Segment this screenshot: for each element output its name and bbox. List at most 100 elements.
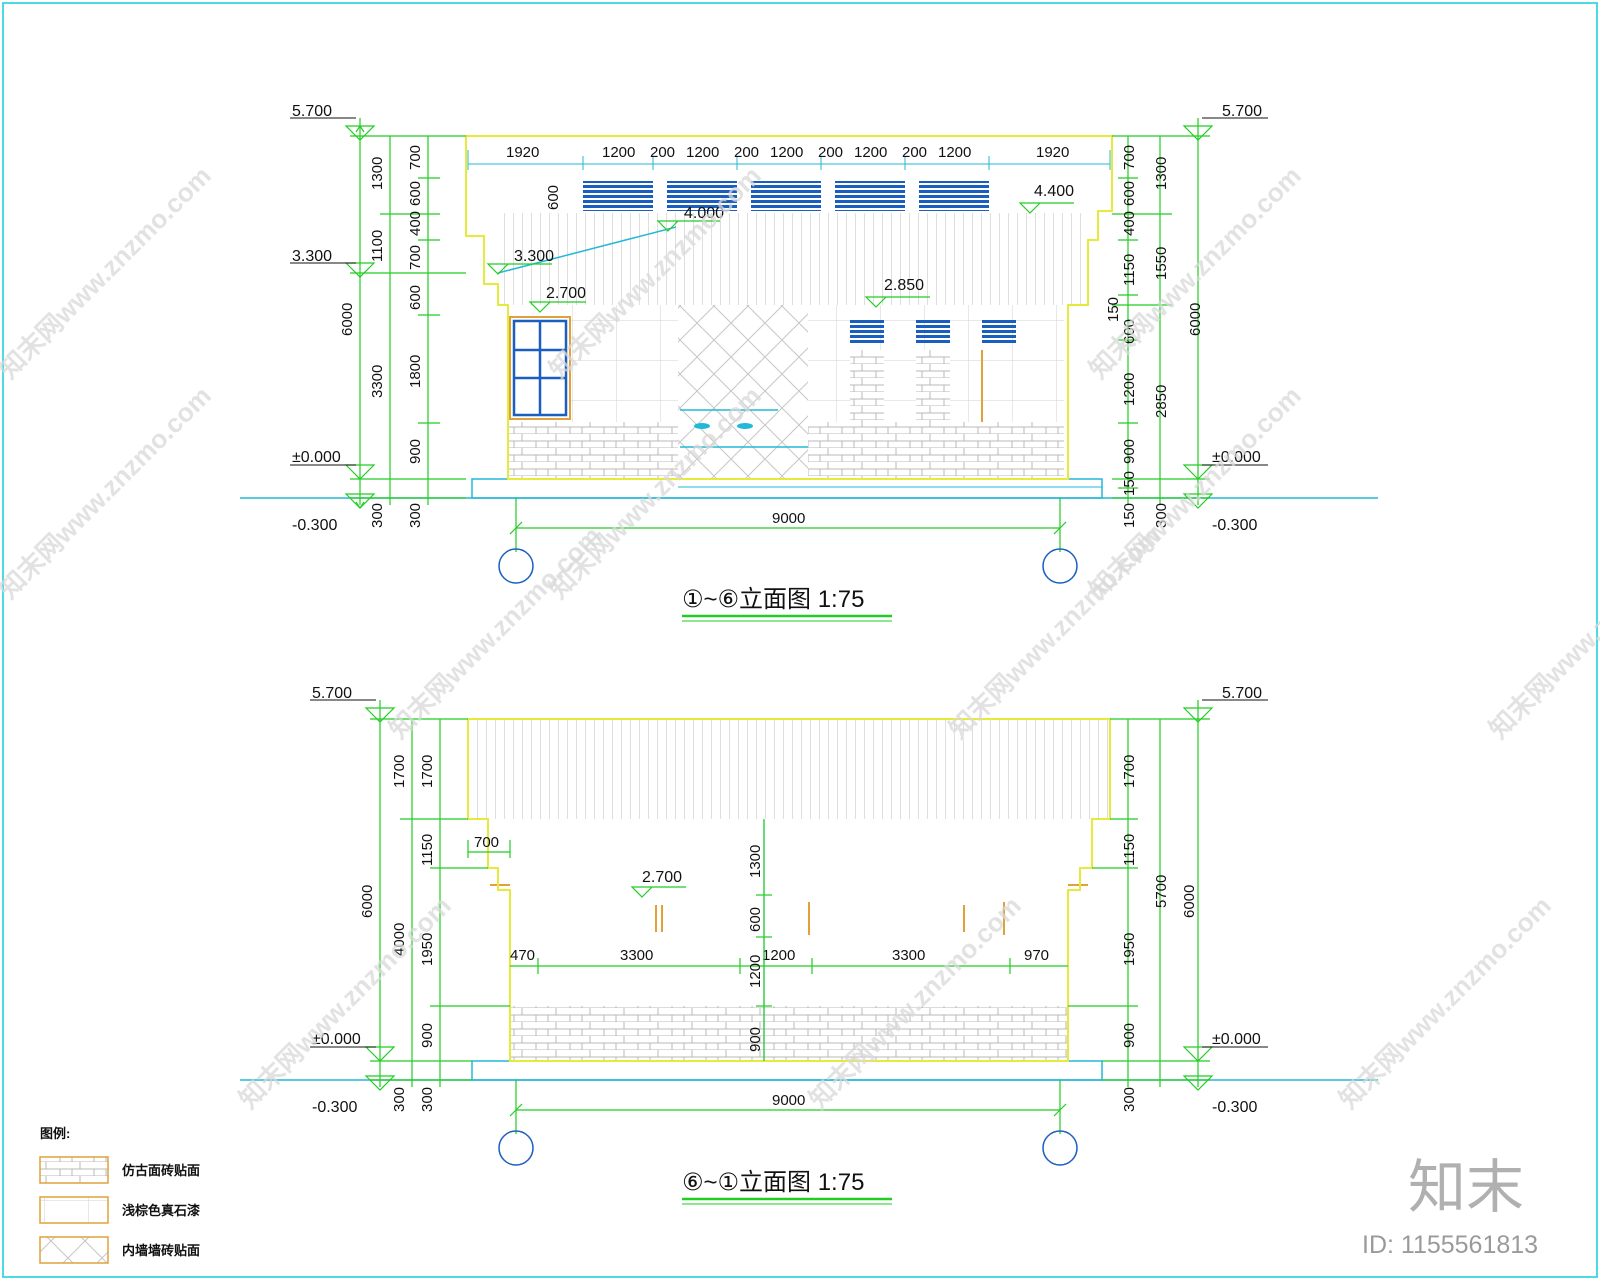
left-outer-2-1: 4000 <box>391 923 408 956</box>
top-dim-3: 1200 <box>686 144 719 161</box>
top-dimension-chain: 1920 1200 200 1200 200 1200 200 1200 200… <box>467 144 1111 210</box>
roof-slope <box>497 226 677 274</box>
mid-vertical-0: 1300 <box>747 845 764 878</box>
right-inner-7: 900 <box>1121 439 1138 464</box>
roof-panel-2 <box>468 719 1110 819</box>
left-outer-3: 300 <box>369 503 386 528</box>
legend-swatch-paint <box>39 1196 109 1224</box>
plinth <box>471 478 1103 499</box>
left-inner-7: 300 <box>407 503 424 528</box>
legend-heading: 图例: <box>40 1126 70 1141</box>
top-dim-4: 200 <box>734 144 759 161</box>
roof-panel <box>498 213 1088 305</box>
top-dim-0: 1920 <box>506 144 539 161</box>
legend-item-2: 内墙墙砖贴面 <box>122 1243 200 1258</box>
right-mid-2: 5700 <box>1153 875 1170 908</box>
left-dimensions <box>344 118 466 510</box>
legend-item-0: 仿古面砖贴面 <box>122 1163 200 1178</box>
mid-vertical-1: 600 <box>747 907 764 932</box>
right-inner-2-4: 300 <box>1121 1087 1138 1112</box>
opening-2: 1200 <box>762 947 795 964</box>
right-outer-2: 2850 <box>1153 385 1170 418</box>
top-dim-10: 1920 <box>1036 144 1069 161</box>
svg-text:知末网www.znzmo.com: 知末网www.znzmo.com <box>1483 520 1600 744</box>
level-roof-c: 4.400 <box>1034 183 1074 200</box>
level-zero-right-2: ±0.000 <box>1212 1031 1261 1048</box>
opening-0: 470 <box>510 947 535 964</box>
left-inner-0: 700 <box>407 145 424 170</box>
svg-text:知末网www.znzmo.com: 知末网www.znzmo.com <box>383 520 607 744</box>
top-dim-8: 200 <box>902 144 927 161</box>
legend-swatch-brick <box>39 1156 109 1184</box>
right-inner-2-3: 900 <box>1121 1023 1138 1048</box>
right-dimensions <box>1112 118 1214 509</box>
level-zero-left-2: ±0.000 <box>312 1031 361 1048</box>
left-inner-2-1: 1150 <box>419 834 436 866</box>
top-elevation: 1920 1200 200 1200 200 1200 200 1200 200… <box>240 103 1378 622</box>
image-id: ID: 1155561813 <box>1362 1231 1538 1259</box>
svg-text:知末网www.znzmo.com: 知末网www.znzmo.com <box>0 380 217 604</box>
left-outer-2: 3300 <box>369 365 386 398</box>
right-inner-2-0: 1700 <box>1121 755 1138 788</box>
grid-bubble-6b <box>498 1130 534 1166</box>
level-mid-left: 3.300 <box>292 248 332 265</box>
mid-vertical-chain <box>756 819 772 1061</box>
wall-grid-left <box>570 305 678 422</box>
opening-1: 3300 <box>620 947 653 964</box>
opening-3: 3300 <box>892 947 925 964</box>
svg-text:知末网www.znzmo.com: 知末网www.znzmo.com <box>943 520 1167 744</box>
interior-tile <box>678 305 808 479</box>
left-outer-2-2: 300 <box>391 1087 408 1112</box>
level-zero-left: ±0.000 <box>292 449 341 466</box>
right-inner-6: 1200 <box>1121 373 1138 406</box>
top-dim-5: 1200 <box>770 144 803 161</box>
louver-dim: 600 <box>545 185 562 210</box>
grid-bubble-1b <box>1042 1130 1078 1166</box>
left-inner-1: 600 <box>407 181 424 206</box>
level-neg-left: -0.300 <box>292 517 337 534</box>
watermark-text: 知末网www.znzmo.com <box>0 160 217 384</box>
side-louvers <box>850 319 1016 422</box>
base-dimension <box>509 498 1067 552</box>
base-dim-value-2: 9000 <box>772 1092 805 1109</box>
top-dim-6: 200 <box>818 144 843 161</box>
base-dimension-2 <box>509 1080 1067 1134</box>
window-left <box>509 316 571 420</box>
level-neg-right: -0.300 <box>1212 517 1257 534</box>
mid-vertical-3: 900 <box>747 1027 764 1052</box>
brick-base-2 <box>510 1006 1068 1061</box>
vent-marks <box>490 884 1088 935</box>
left-outer-1: 1100 <box>369 230 386 262</box>
right-inner-2-1: 1150 <box>1121 834 1138 866</box>
right-dimensions-2 <box>1068 700 1214 1091</box>
overhang-dim <box>467 840 511 858</box>
right-inner-9: 150 <box>1121 503 1138 528</box>
legend-item-1: 浅棕色真石漆 <box>122 1203 200 1218</box>
high-louvers <box>583 181 989 211</box>
bottom-view-title: ⑥~①立面图 1:75 <box>682 1169 864 1196</box>
right-inner-4: 150 <box>1105 297 1122 322</box>
level-win-2: 2.700 <box>642 869 682 886</box>
right-inner-2-2: 1950 <box>1121 933 1138 966</box>
left-inner-2-0: 1700 <box>419 755 436 788</box>
level-marks: 4.000 3.300 4.400 2.700 2.850 <box>486 183 1074 313</box>
left-total: 6000 <box>339 303 356 336</box>
left-inner-5: 1800 <box>407 355 424 388</box>
legend-swatch-tile <box>39 1236 109 1264</box>
grid-bubble-6 <box>1042 548 1078 584</box>
level-neg-left-2: -0.300 <box>312 1099 357 1116</box>
left-inner-3: 700 <box>407 245 424 270</box>
bottom-elevation: 2.700 700 470 3300 1200 3300 970 1300 60… <box>240 685 1378 1205</box>
level-top-left-2: 5.700 <box>312 685 352 702</box>
left-inner-2-3: 900 <box>419 1023 436 1048</box>
brick-base-left <box>508 422 678 479</box>
left-inner-2-4: 300 <box>419 1087 436 1112</box>
svg-text:知末网www.znzmo.com: 知末网www.znzmo.com <box>1333 890 1557 1114</box>
right-inner-1: 600 <box>1121 181 1138 206</box>
svg-text:知末网www.znzmo.com: 知末网www.znzmo.com <box>1083 160 1307 384</box>
left-inner-2: 400 <box>407 211 424 236</box>
level-top-left: 5.700 <box>292 103 332 120</box>
right-inner-8: 150 <box>1121 471 1138 496</box>
